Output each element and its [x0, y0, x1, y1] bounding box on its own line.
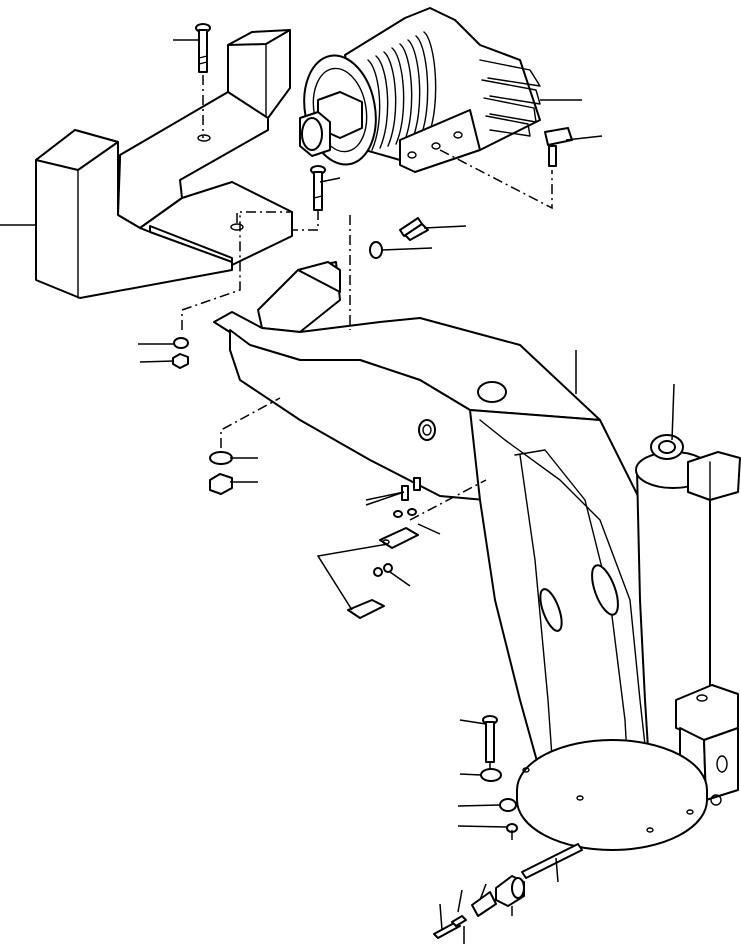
bracket-icon	[347, 599, 385, 619]
hardware	[172, 23, 583, 939]
washer-icon	[209, 451, 233, 465]
washer-icon	[369, 241, 383, 259]
washer-icon	[173, 337, 189, 349]
leader-lines	[0, 39, 675, 944]
crane-boom	[213, 311, 661, 831]
clip-icon	[544, 127, 573, 167]
counterweight	[35, 29, 293, 299]
cooling-fins	[479, 59, 541, 137]
winch-drum-icon	[367, 31, 437, 151]
assembly-lines	[181, 75, 553, 840]
mounting-bracket	[257, 261, 350, 333]
nut-icon	[209, 473, 233, 495]
nut-icon	[172, 353, 189, 369]
nut-icon	[451, 915, 467, 927]
fitting-icon	[373, 563, 393, 577]
washer-icon	[480, 768, 502, 782]
pin-icon	[521, 843, 583, 879]
turret-base	[516, 739, 708, 851]
winch	[299, 7, 541, 173]
plate-icon	[471, 891, 497, 917]
bushing-icon	[495, 875, 525, 907]
bolt-icon	[433, 921, 461, 939]
bolt-icon	[195, 23, 211, 73]
bolt-icon	[399, 217, 429, 241]
bolt-icon	[310, 165, 326, 211]
bolt-icon	[482, 715, 498, 763]
small-bolt-icon	[393, 477, 421, 518]
grommet-icon	[499, 798, 517, 812]
